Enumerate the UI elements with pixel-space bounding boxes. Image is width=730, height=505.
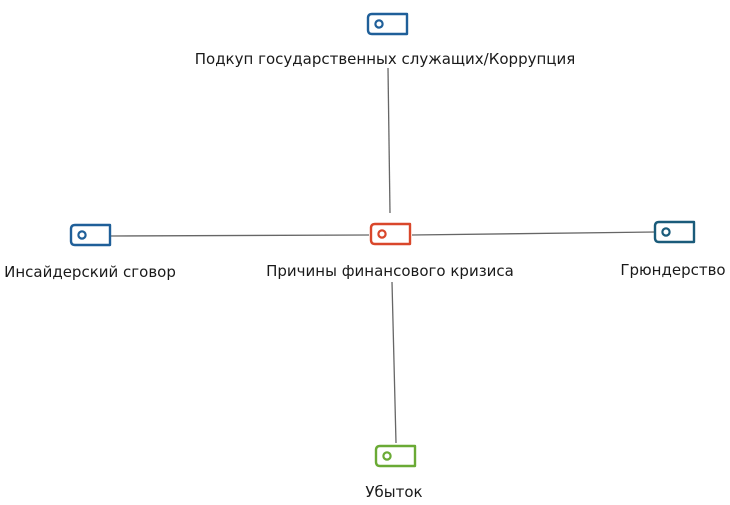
tag-icon[interactable] bbox=[653, 220, 697, 246]
node-label-left[interactable]: Инсайдерский сговор bbox=[4, 263, 176, 281]
tag-icon[interactable] bbox=[374, 444, 418, 470]
node-label-bottom[interactable]: Убыток bbox=[365, 483, 423, 501]
node-label-center[interactable]: Причины финансового кризиса bbox=[266, 262, 514, 280]
connector-right bbox=[411, 231, 656, 236]
node-label-top[interactable]: Подкуп государственных служащих/Коррупци… bbox=[194, 50, 576, 68]
connector-bottom bbox=[391, 281, 397, 444]
connector-top bbox=[387, 67, 391, 214]
tag-icon[interactable] bbox=[69, 223, 113, 249]
connector-left bbox=[109, 234, 370, 237]
tag-icon[interactable] bbox=[369, 222, 413, 248]
node-label-right[interactable]: Грюндерство bbox=[620, 261, 726, 279]
tag-icon[interactable] bbox=[366, 12, 410, 38]
